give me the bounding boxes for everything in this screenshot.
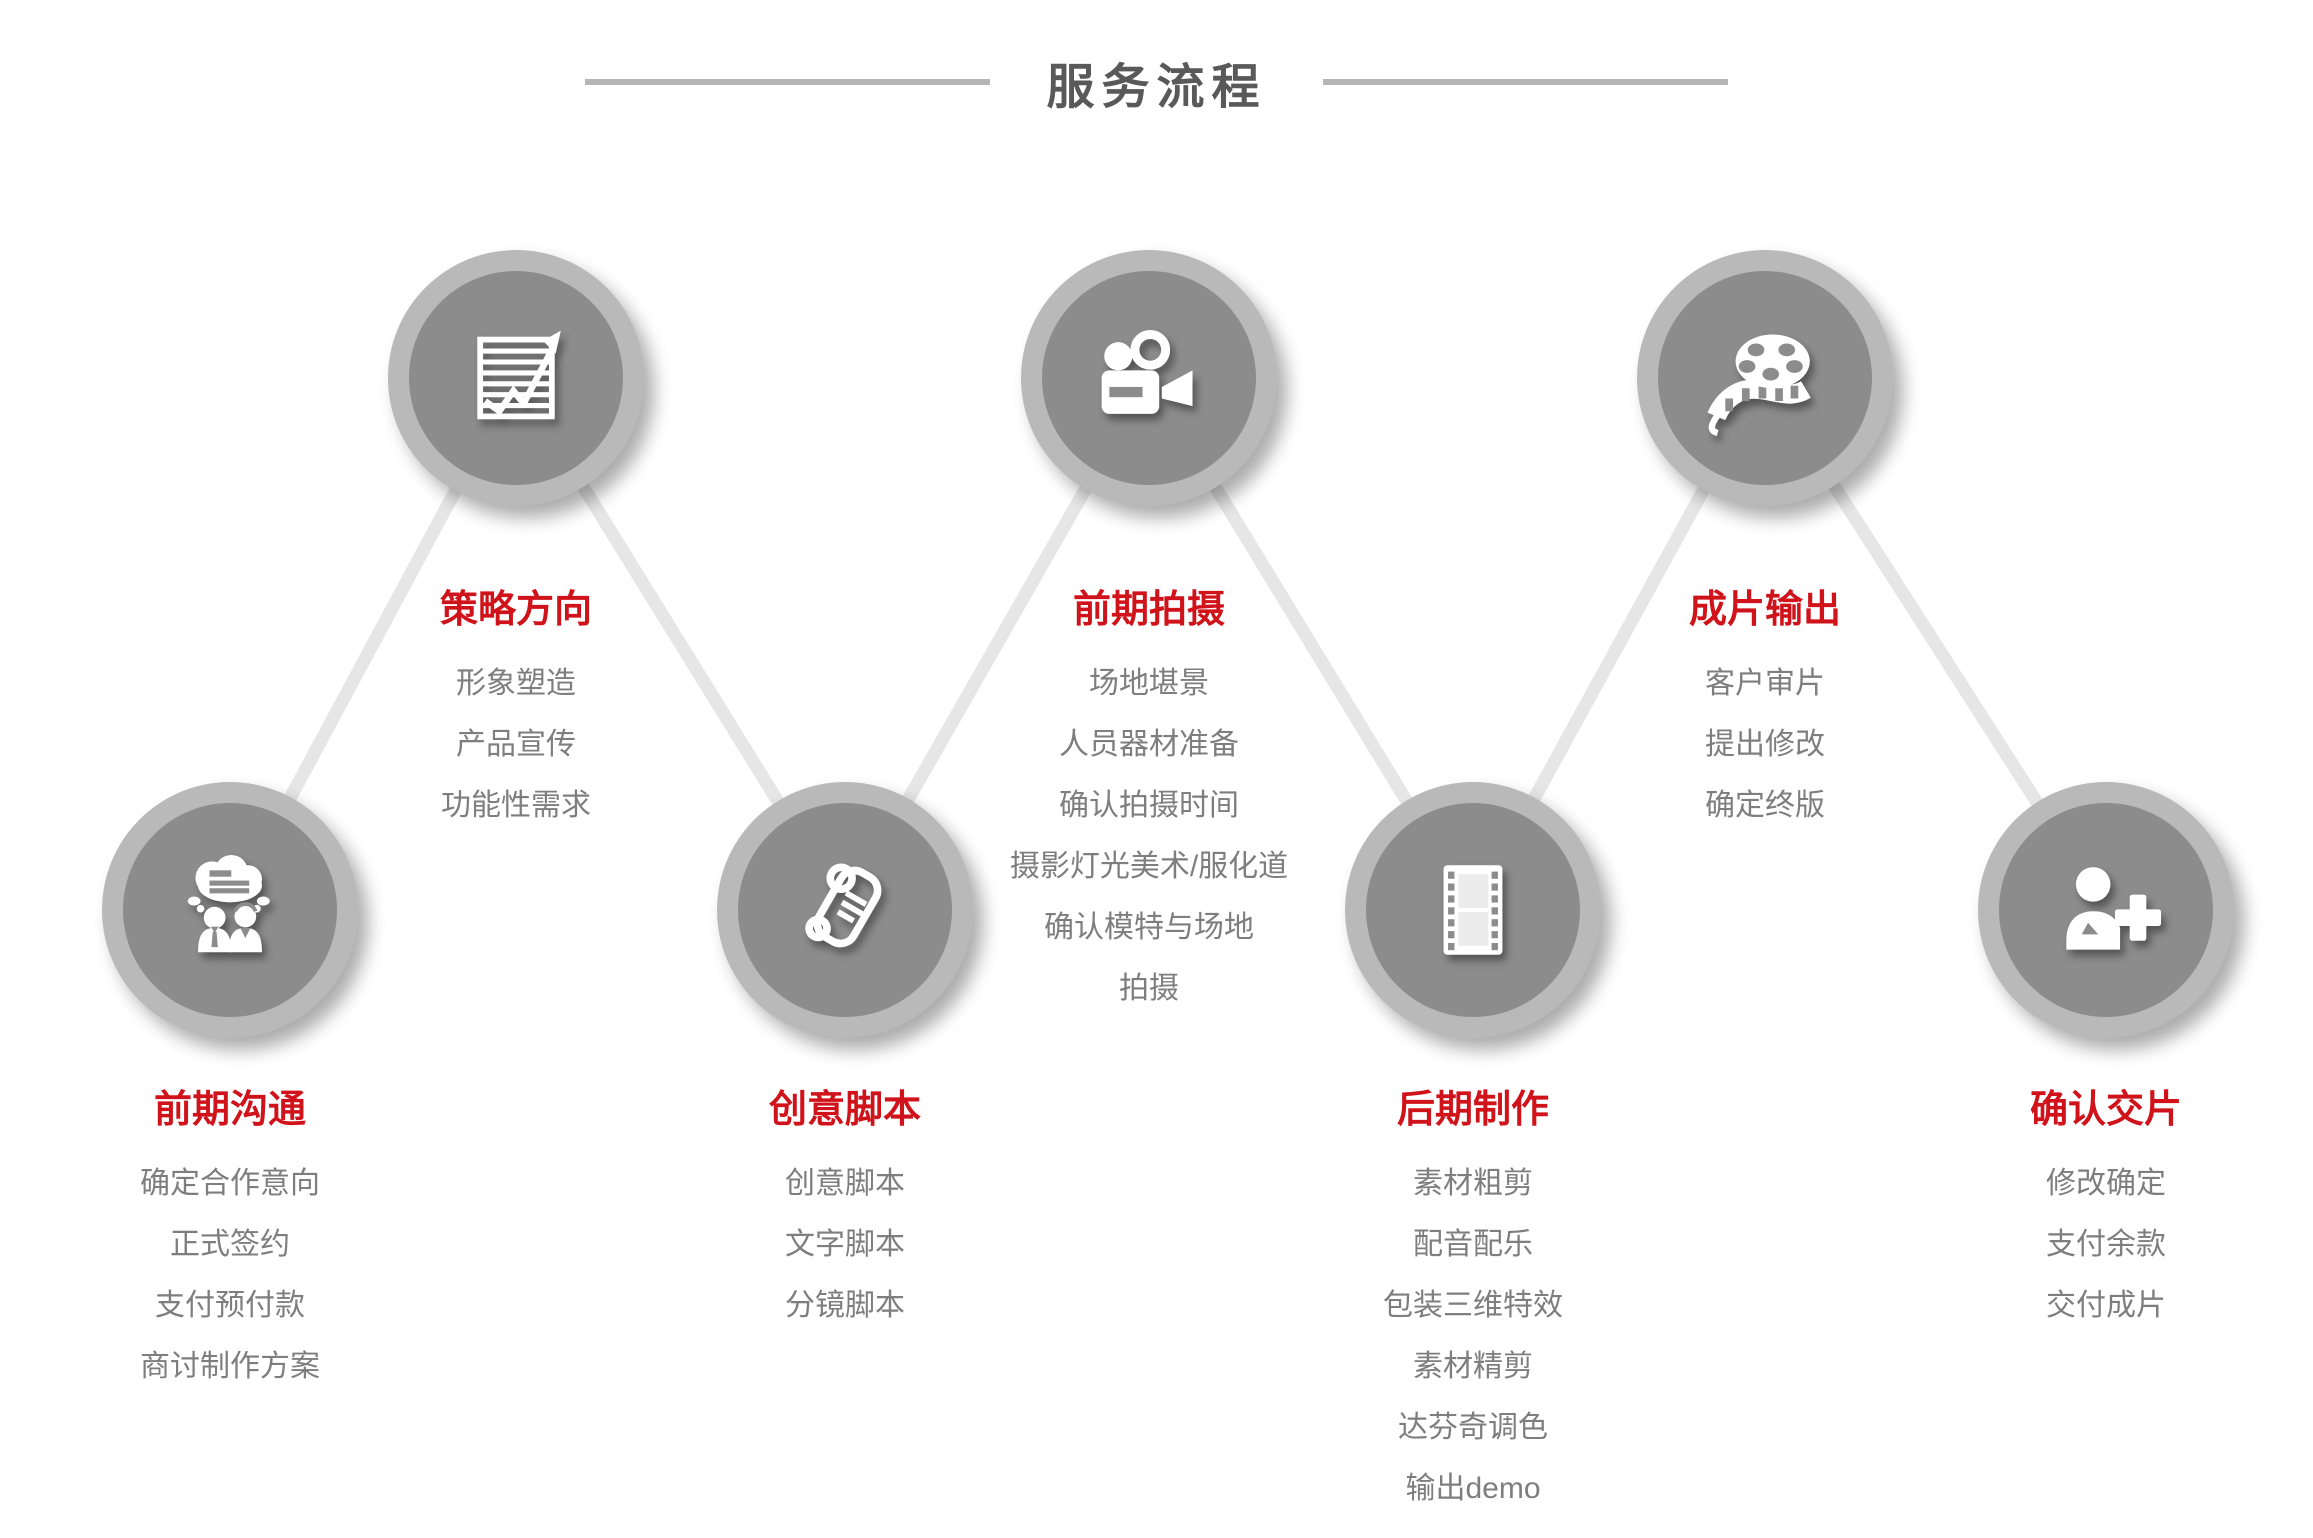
step-item: 商讨制作方案: [140, 1350, 320, 1383]
stage-block-post-production: 后期制作 素材粗剪配音配乐包装三维特效素材精剪达芬奇调色输出demo: [1233, 1078, 1713, 1519]
step-item: 输出demo: [1405, 1472, 1541, 1505]
step-item: 提出修改: [1705, 728, 1825, 761]
stage-node-script: [717, 782, 973, 1038]
step-item: 确定合作意向: [140, 1167, 320, 1200]
step-item: 包装三维特效: [1383, 1289, 1563, 1322]
stage-block-delivery: 确认交片 修改确定支付余款交付成片: [1866, 1078, 2313, 1336]
stage-node-post-production: [1345, 782, 1601, 1038]
step-item: 分镜脚本: [785, 1289, 905, 1322]
stage-block-strategy: 策略方向 形象塑造产品宣传功能性需求: [276, 578, 756, 836]
stage-node-communication: [102, 782, 358, 1038]
stage-node-inner: [409, 271, 623, 485]
stage-node-strategy: [388, 250, 644, 506]
step-item: 交付成片: [2046, 1289, 2166, 1322]
step-item: 确认模特与场地: [1044, 911, 1254, 944]
scroll-icon: [781, 846, 909, 974]
step-item: 修改确定: [2046, 1167, 2166, 1200]
step-item: 摄影灯光美术/服化道: [1009, 850, 1289, 883]
discussion-icon: [166, 846, 294, 974]
step-item: 产品宣传: [456, 728, 576, 761]
stage-title: 策略方向: [439, 589, 592, 631]
step-item: 确定终版: [1705, 789, 1825, 822]
step-item: 确认拍摄时间: [1059, 789, 1239, 822]
stage-node-inner: [1366, 803, 1580, 1017]
step-item: 场地堪景: [1089, 667, 1209, 700]
film-reel-icon: [1701, 314, 1829, 442]
title-left-line: [585, 79, 991, 85]
stage-node-shooting: [1021, 250, 1277, 506]
stage-node-inner: [1658, 271, 1872, 485]
stage-items: 创意脚本文字脚本分镜脚本: [605, 1153, 1085, 1336]
step-item: 支付预付款: [155, 1289, 305, 1322]
stage-items: 修改确定支付余款交付成片: [1866, 1153, 2313, 1336]
stage-node-inner: [738, 803, 952, 1017]
header: 服务流程: [0, 52, 2313, 114]
stage-items: 形象塑造产品宣传功能性需求: [276, 653, 756, 836]
stage-node-inner: [123, 803, 337, 1017]
step-item: 素材粗剪: [1413, 1167, 1533, 1200]
title-right-line: [1322, 79, 1728, 85]
step-item: 人员器材准备: [1059, 728, 1239, 761]
stage-items: 素材粗剪配音配乐包装三维特效素材精剪达芬奇调色输出demo: [1233, 1153, 1713, 1519]
stage-block-shooting: 前期拍摄 场地堪景人员器材准备确认拍摄时间摄影灯光美术/服化道确认模特与场地拍摄: [909, 578, 1389, 1019]
film-strip-icon: [1409, 846, 1537, 974]
stage-block-communication: 前期沟通 确定合作意向正式签约支付预付款商讨制作方案: [0, 1078, 470, 1397]
step-item: 支付余款: [2046, 1228, 2166, 1261]
stage-node-output: [1637, 250, 1893, 506]
stage-block-output: 成片输出 客户审片提出修改确定终版: [1525, 578, 2005, 836]
stage-title: 前期拍摄: [1072, 589, 1225, 631]
step-item: 素材精剪: [1413, 1350, 1533, 1383]
movie-camera-icon: [1085, 314, 1213, 442]
stage-node-inner: [1999, 803, 2213, 1017]
step-item: 配音配乐: [1413, 1228, 1533, 1261]
step-item: 功能性需求: [441, 789, 591, 822]
chart-icon: [452, 314, 580, 442]
stage-items: 场地堪景人员器材准备确认拍摄时间摄影灯光美术/服化道确认模特与场地拍摄: [909, 653, 1389, 1019]
page-title: 服务流程: [1046, 61, 1267, 114]
stage-title: 成片输出: [1688, 589, 1841, 631]
step-item: 文字脚本: [785, 1228, 905, 1261]
stage-title: 后期制作: [1396, 1089, 1549, 1131]
stage-node-delivery: [1978, 782, 2234, 1038]
step-item: 形象塑造: [456, 667, 576, 700]
add-user-icon: [2042, 846, 2170, 974]
stage-items: 客户审片提出修改确定终版: [1525, 653, 2005, 836]
step-item: 拍摄: [1119, 972, 1179, 1005]
stage-title: 创意脚本: [768, 1089, 921, 1131]
step-item: 创意脚本: [785, 1167, 905, 1200]
stage-title: 前期沟通: [153, 1089, 306, 1131]
step-item: 达芬奇调色: [1398, 1411, 1548, 1444]
stage-node-inner: [1042, 271, 1256, 485]
stage-title: 确认交片: [2029, 1089, 2182, 1131]
stage-block-script: 创意脚本 创意脚本文字脚本分镜脚本: [605, 1078, 1085, 1336]
step-item: 客户审片: [1705, 667, 1825, 700]
stage-items: 确定合作意向正式签约支付预付款商讨制作方案: [0, 1153, 470, 1397]
step-item: 正式签约: [170, 1228, 290, 1261]
